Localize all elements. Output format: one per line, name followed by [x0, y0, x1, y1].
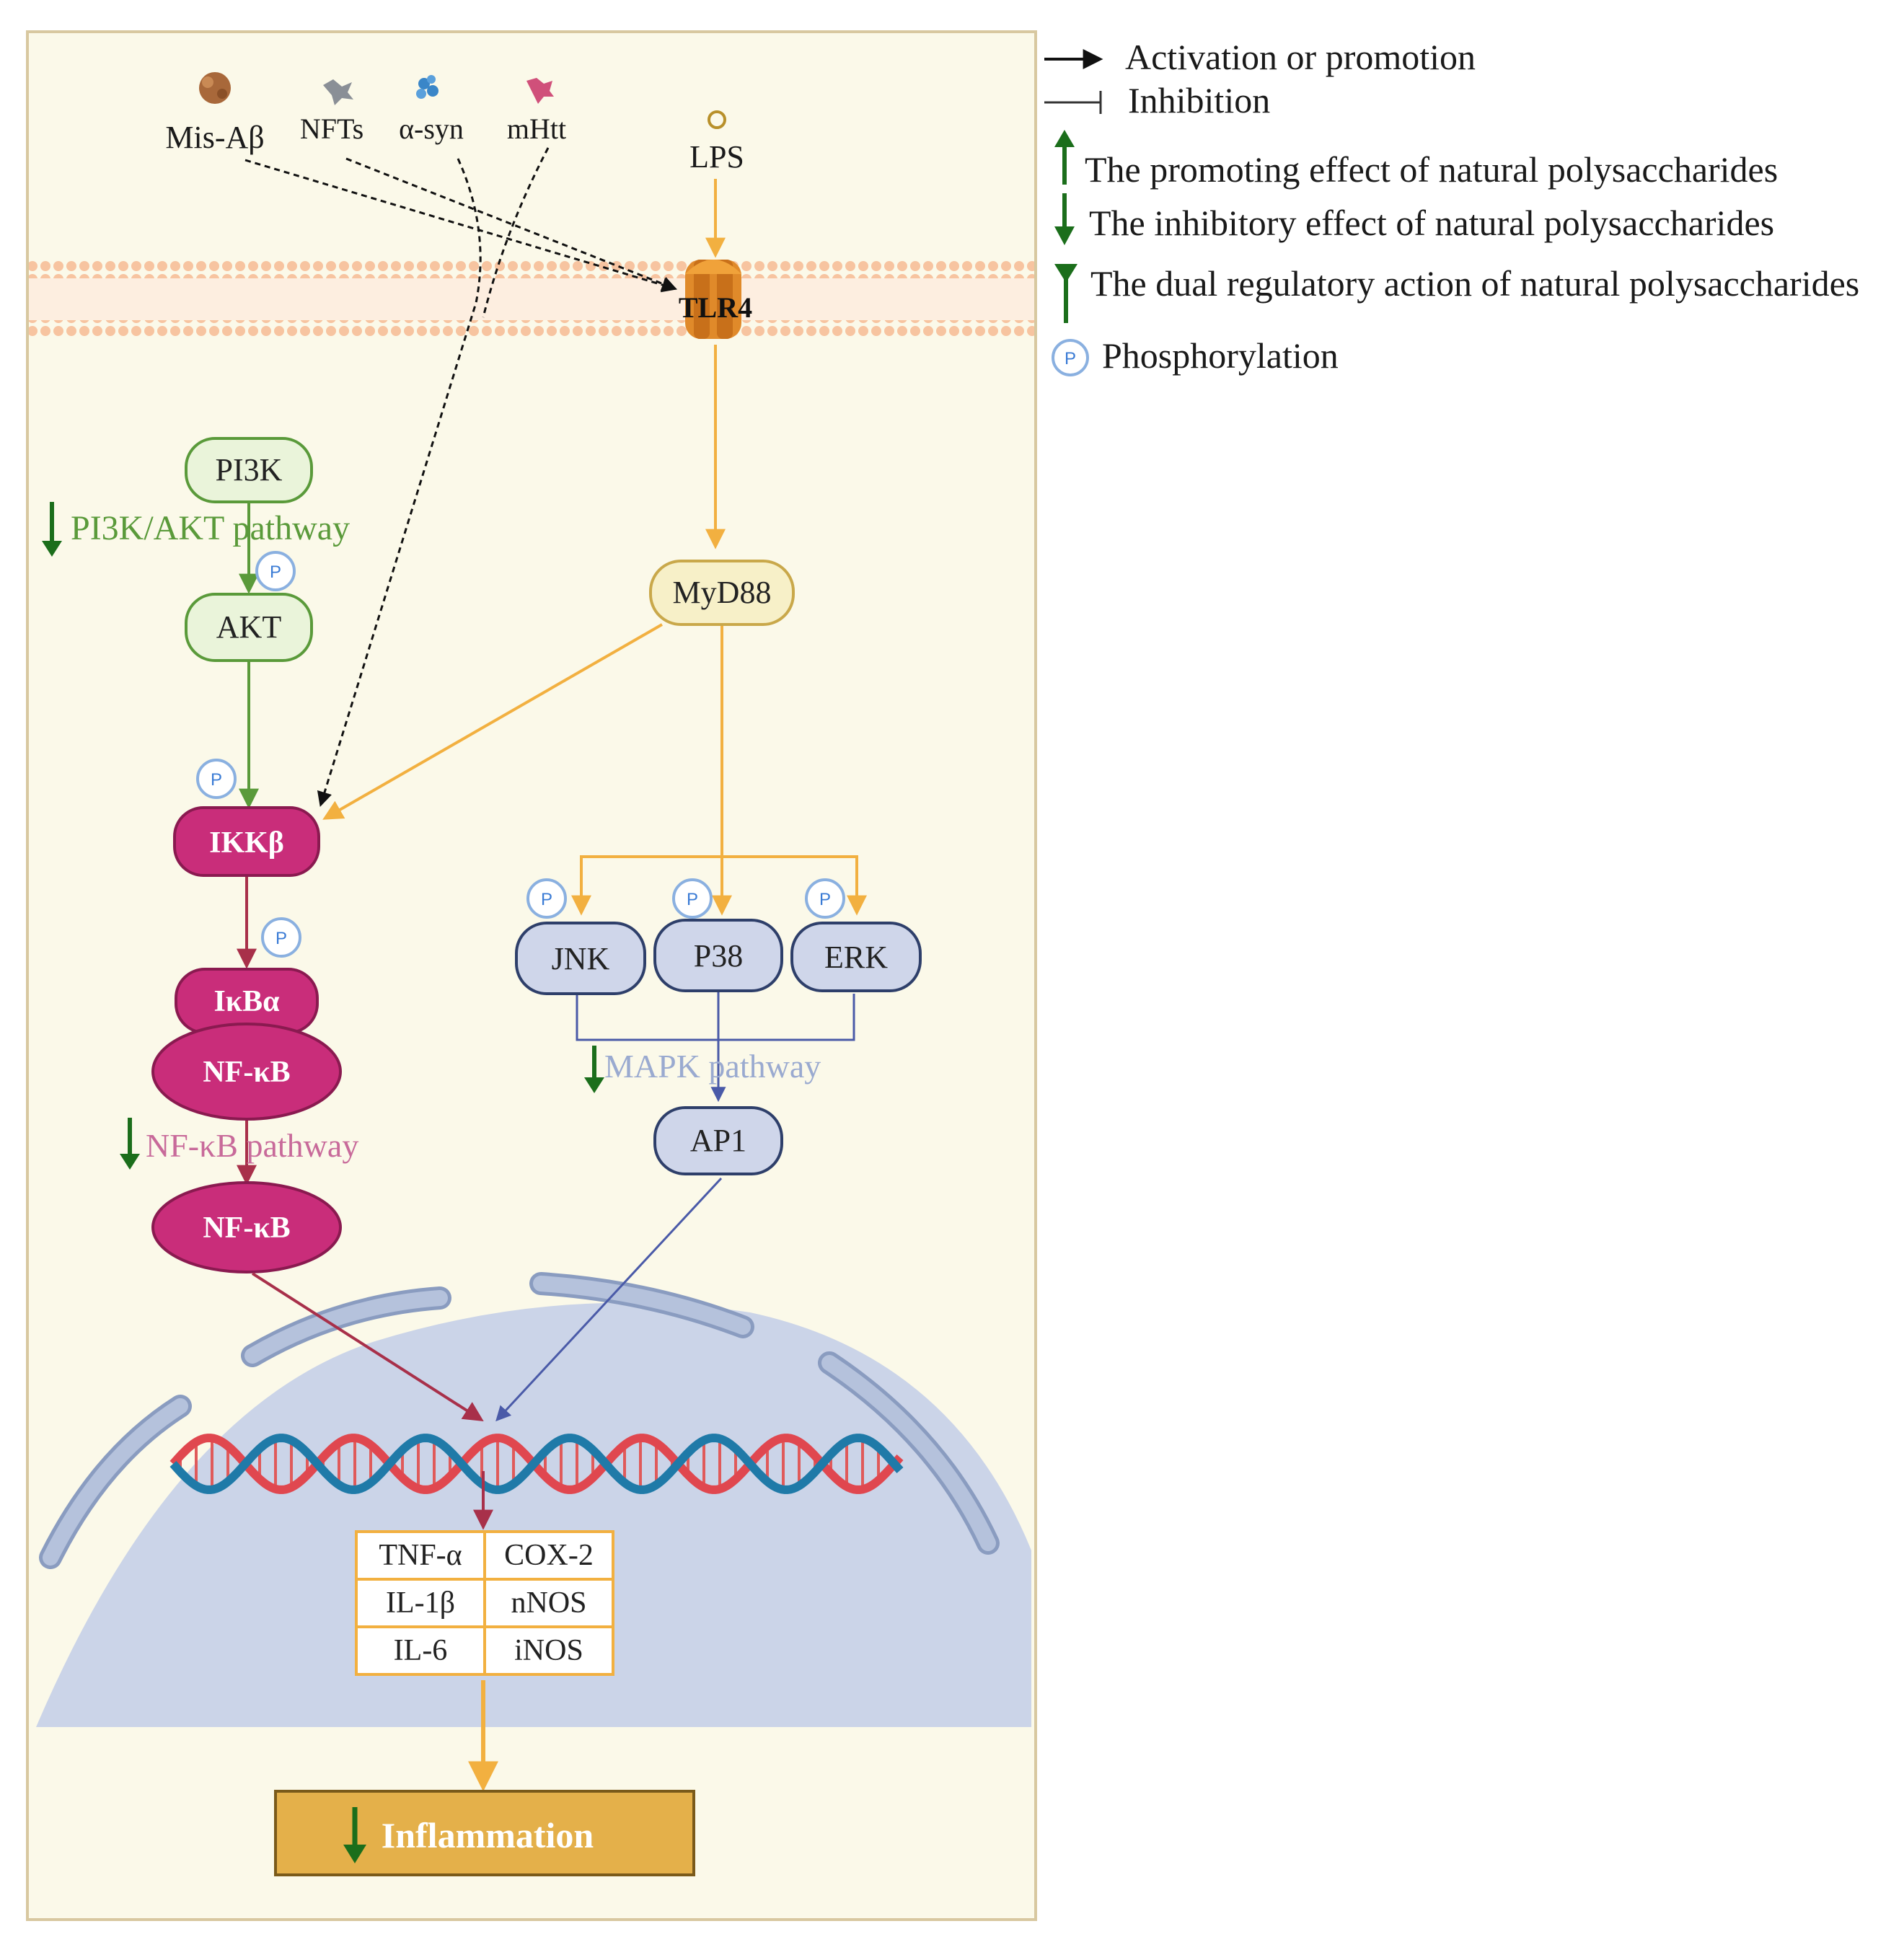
mapk-to-ap1-connector: [576, 992, 855, 1103]
ap1-to-dna-arrow: [495, 1177, 723, 1422]
legend-phosphorylation: P Phosphorylation: [1052, 335, 1339, 376]
cytokine-table: TNF-α COX-2IL-1β nNOS IL-6 iNOS: [355, 1530, 614, 1676]
p-badge-ikba: P: [261, 917, 301, 958]
nfkb-node-1: [151, 1023, 342, 1121]
myd88-to-mapk-branch: [571, 626, 867, 916]
cytokine-label: IL-6: [394, 1634, 448, 1667]
p-badge-erk: P: [805, 878, 845, 919]
legend-phosphorylation-label: Phosphorylation: [1102, 335, 1339, 376]
cytokine-label: nNOS: [511, 1586, 586, 1620]
nfkb-pathway-label: NF-κB pathway: [146, 1127, 358, 1164]
svg-text:P: P: [541, 890, 552, 909]
myd88-to-ikkb-arrow: [322, 623, 663, 820]
phosphorylation-icon: [1052, 339, 1089, 376]
mapk-pathway-label-group: MAPK pathway: [584, 1046, 821, 1093]
p-badge-akt: P: [255, 551, 296, 591]
akt-label: AKT: [216, 609, 282, 645]
nfkb-label-1: NF-κB: [203, 1056, 290, 1089]
cell-membrane: [29, 261, 1034, 337]
dna-helix: [169, 1434, 904, 1494]
inflammation-label: Inflammation: [382, 1815, 594, 1855]
cytokine-label: IL-1β: [386, 1586, 455, 1620]
legend-activation-label: Activation or promotion: [1125, 37, 1476, 77]
svg-text:P: P: [687, 890, 698, 909]
pi3k-label: PI3K: [216, 452, 283, 487]
mis-abeta-icon: [199, 72, 231, 104]
akt-node: [185, 593, 313, 662]
legend-inhibition: Inhibition: [1044, 80, 1270, 120]
mapk-pathway-label: MAPK pathway: [604, 1048, 821, 1085]
alpha-syn-label: α-syn: [399, 112, 464, 145]
ikba-label: IκBα: [213, 985, 280, 1018]
lps-label: LPS: [689, 139, 744, 175]
legend-inhibitory: The inhibitory effect of natural polysac…: [1054, 193, 1774, 245]
pi3k-akt-pathway-label-group: PI3K/AKT pathway: [42, 502, 350, 557]
nfts-label: NFTs: [300, 112, 363, 145]
mhtt-icon: [526, 78, 554, 104]
svg-text:P: P: [270, 562, 281, 582]
svg-text:P: P: [211, 770, 222, 790]
myd88-label: MyD88: [673, 575, 772, 610]
phosphorylation-badges: P P P P P P: [196, 551, 845, 958]
p38-label: P38: [694, 938, 743, 974]
tlr4-label: TLR4: [679, 291, 752, 324]
p-badge-p38: P: [672, 878, 713, 919]
svg-text:P: P: [1065, 349, 1076, 368]
legend-inhibition-label: Inhibition: [1128, 80, 1270, 120]
lps-icon: [708, 110, 726, 129]
tlr4-receptor: TLR4: [679, 260, 752, 339]
p38-node: [653, 919, 783, 992]
pi3k-akt-pathway-label: PI3K/AKT pathway: [71, 509, 350, 547]
ikkb-node: [173, 806, 320, 877]
dna-strand-blue: [169, 1434, 904, 1494]
ap1-label: AP1: [690, 1123, 746, 1158]
inflammation-box: [274, 1790, 695, 1876]
cytokine-label: TNF-α: [379, 1539, 462, 1572]
nfkb-to-dna-arrow: [251, 1272, 484, 1422]
nfkb-node-2: [151, 1181, 342, 1273]
p-badge-ikkb: P: [196, 759, 237, 799]
nfts-icon: [323, 79, 353, 105]
p-badge-jnk: P: [526, 878, 567, 919]
jnk-label: JNK: [552, 941, 610, 976]
mhtt-label: mHtt: [507, 112, 566, 145]
nucleus: [36, 1272, 1031, 1727]
alpha-syn-icon: [416, 75, 438, 99]
cytokine-label: iNOS: [514, 1634, 583, 1667]
myd88-node: [649, 560, 795, 626]
inflammation-inhibit-arrow-icon: [343, 1807, 366, 1863]
nfkb-label-2: NF-κB: [203, 1211, 290, 1245]
cytokine-label: COX-2: [504, 1539, 594, 1572]
cytokine-cell: [483, 1625, 614, 1676]
erk-node: [790, 922, 922, 992]
pi3k-node: [185, 437, 313, 503]
ap1-node: [653, 1106, 783, 1175]
ikkb-label: IKKβ: [209, 826, 284, 860]
mis-abeta-label: Mis-Aβ: [165, 120, 264, 155]
svg-text:P: P: [819, 890, 831, 909]
legend: Activation or promotion Inhibition The p…: [1044, 37, 1859, 376]
legend-promoting: The promoting effect of natural polysacc…: [1054, 130, 1778, 190]
legend-dual-label: The dual regulatory action of natural po…: [1090, 263, 1859, 304]
erk-label: ERK: [824, 940, 888, 975]
legend-promoting-label: The promoting effect of natural polysacc…: [1085, 149, 1778, 190]
jnk-node: [515, 922, 646, 995]
nfkb-pathway-label-group: NF-κB pathway: [120, 1118, 358, 1170]
legend-activation: Activation or promotion: [1044, 37, 1476, 77]
legend-inhibitory-label: The inhibitory effect of natural polysac…: [1089, 203, 1774, 243]
legend-dual: The dual regulatory action of natural po…: [1054, 263, 1859, 323]
stimuli-dashed-arrows: [244, 147, 678, 808]
svg-text:P: P: [276, 929, 287, 948]
